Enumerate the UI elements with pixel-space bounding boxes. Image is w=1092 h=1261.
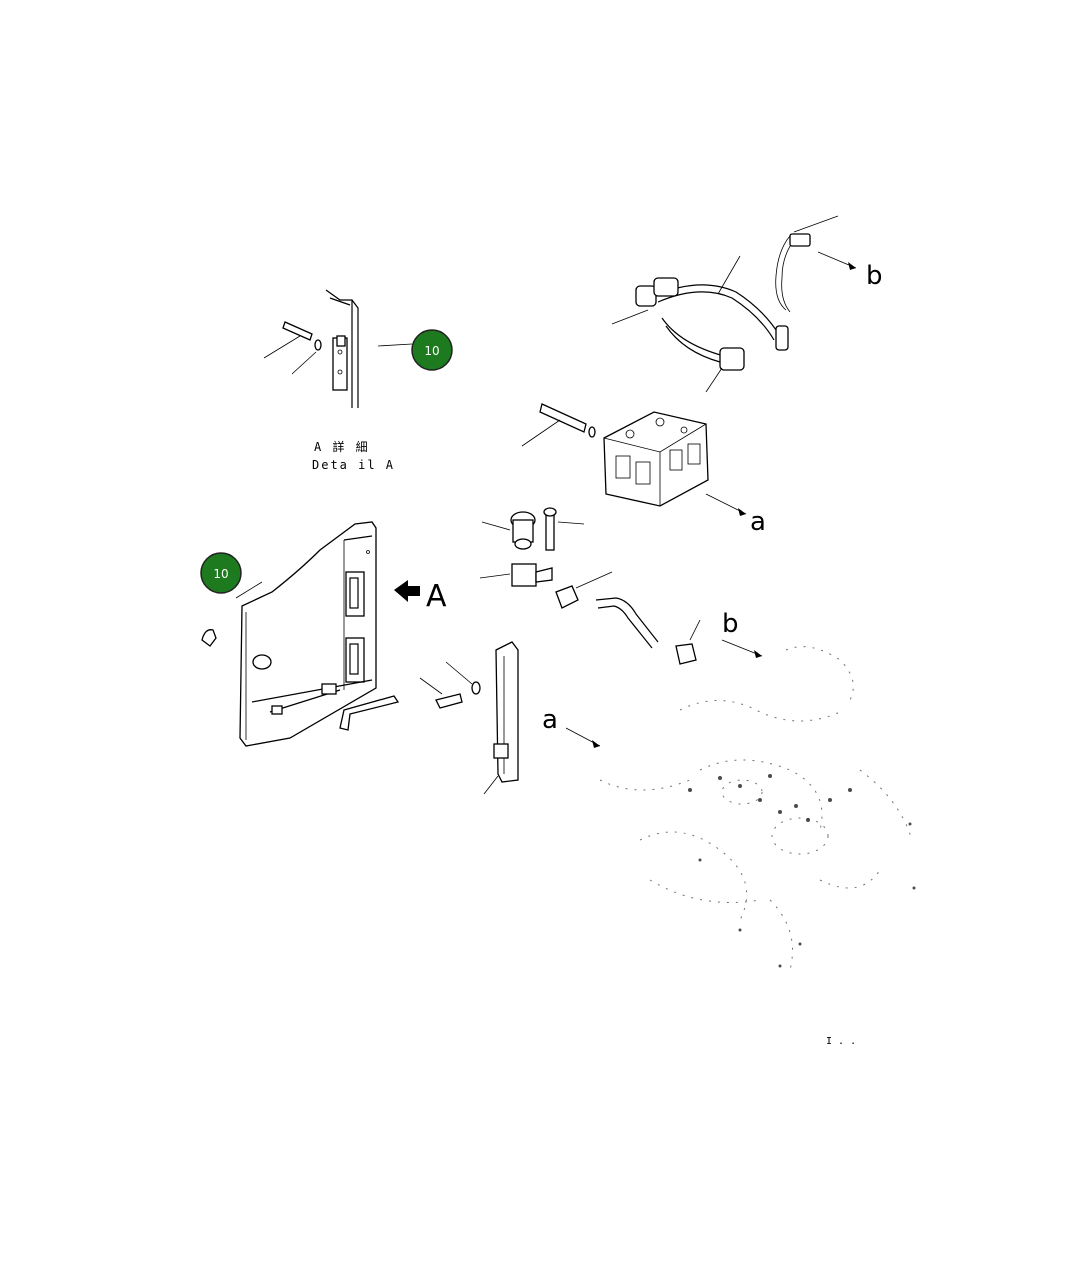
machine-assembly-marks [688,774,916,968]
side-door-panel [235,521,377,747]
ref-a-low-label: a [542,705,558,735]
machine-assembly [599,646,913,971]
ref-a-mid-label: a [750,507,766,537]
stay-rod [339,695,400,731]
vertical-bracket [483,641,519,795]
wire-harness [611,215,857,393]
valve-block [521,403,747,516]
bolt-and-washer [419,661,481,709]
view-arrow-icon [394,580,420,602]
door-clip [201,629,217,647]
view-a-label: A [426,579,447,614]
ref-b-top-label: b [866,261,883,291]
part-hotspot-10-door[interactable]: 10 [200,552,242,594]
hotspot-circle [200,552,242,594]
hose-assembly [595,597,701,665]
hotspot-number: 10 [213,567,228,581]
hotspot-number: 10 [424,344,439,358]
ref-b-mid-label: b [722,609,739,639]
hotspot-circle [411,329,453,371]
detail-caption-jp: A 詳 細 [314,439,370,454]
detail-a-view [263,289,413,408]
detail-caption-en: Deta il A [312,458,395,472]
page-code: I . . [826,1036,856,1047]
solenoid-parts [479,507,613,609]
part-hotspot-10-detail[interactable]: 10 [411,329,453,371]
